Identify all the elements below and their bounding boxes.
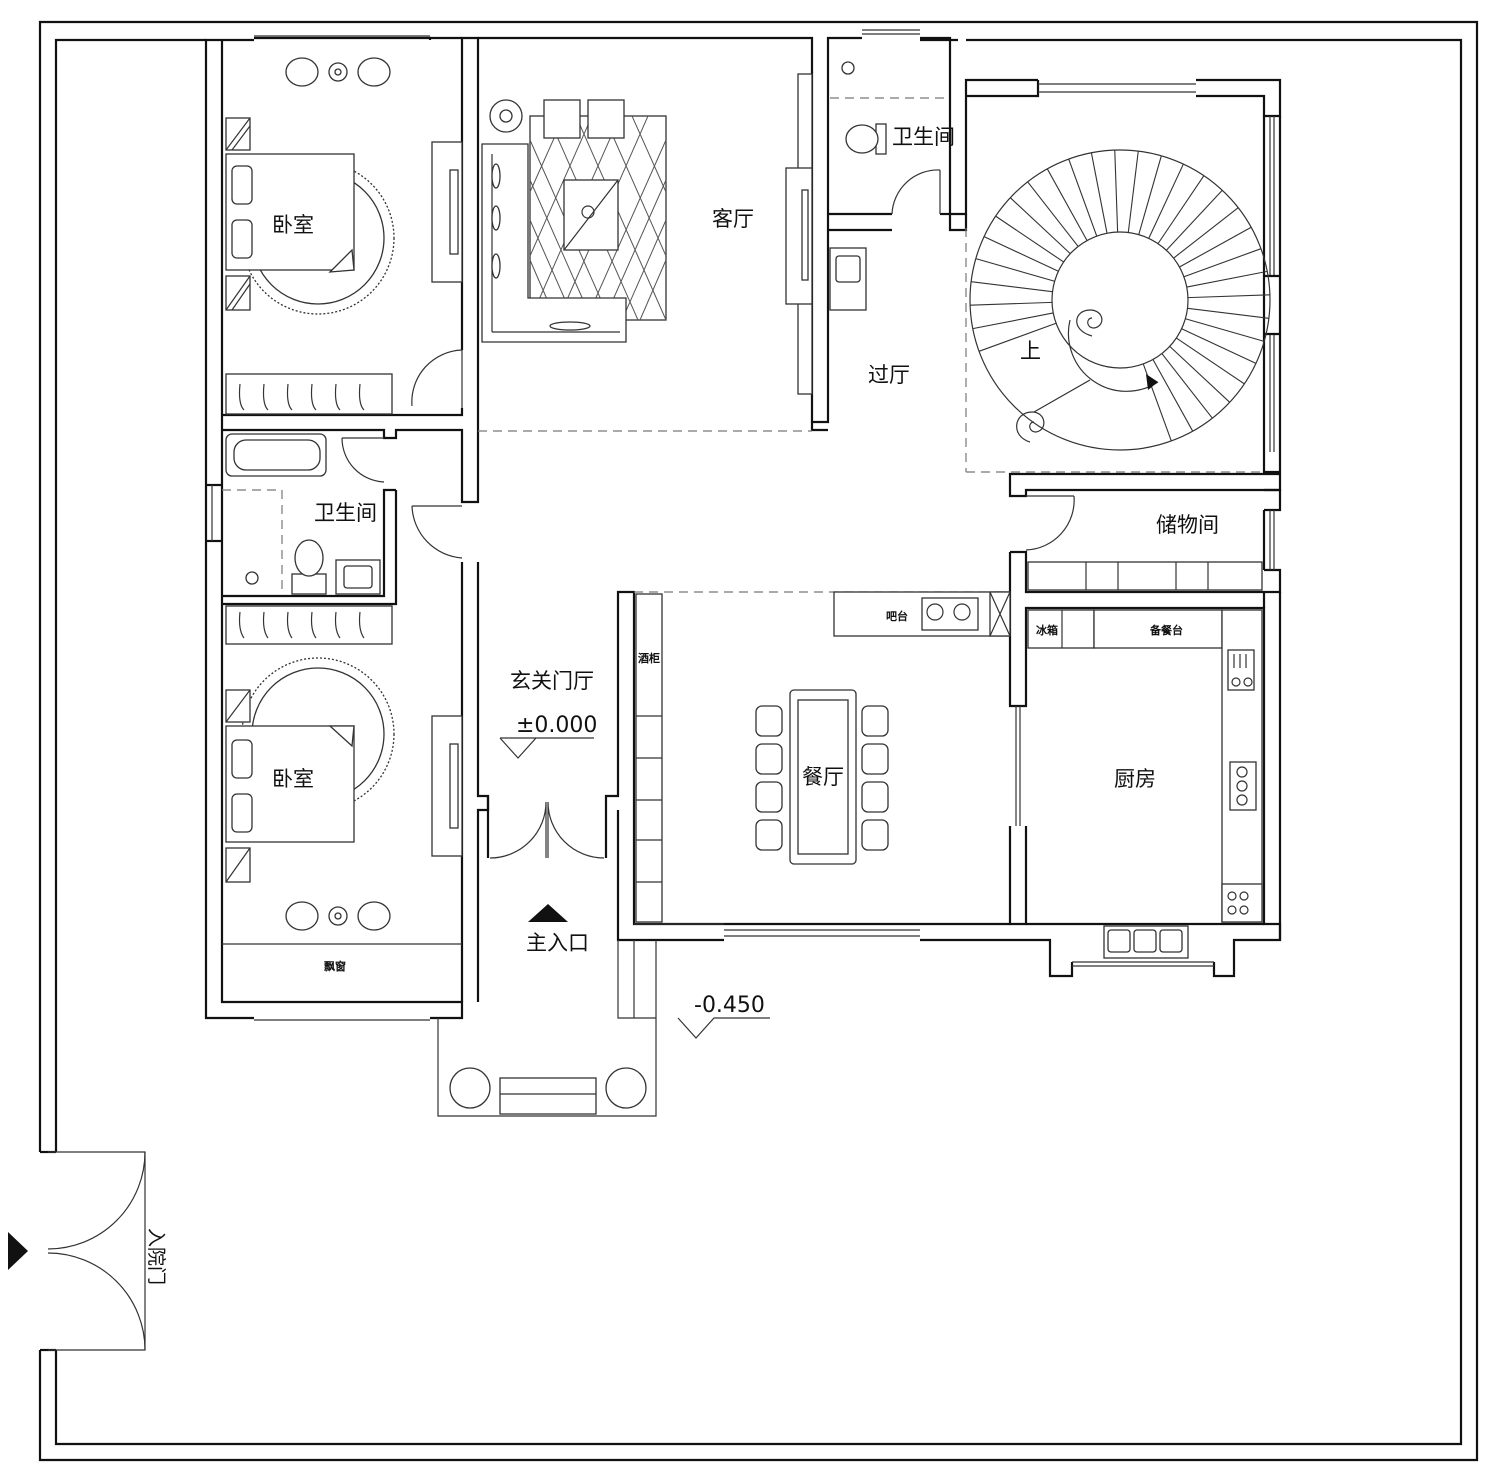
- dining-table: [755, 689, 889, 865]
- main-entrance-arrow-icon: [528, 904, 568, 922]
- stair-tread: [970, 301, 1053, 306]
- stair-tread: [1165, 189, 1223, 251]
- stair-up-label: 上: [1020, 339, 1041, 363]
- dining-chair: [755, 743, 783, 775]
- yard-gate-label: 入院门: [145, 1228, 167, 1285]
- prep-counter-label: 备餐台: [1149, 623, 1183, 637]
- living-room-furniture: [481, 73, 813, 395]
- elevation-marker-floor: ±0.000: [499, 713, 597, 759]
- fridge-label: 冰箱: [1036, 623, 1058, 637]
- elevation-floor-text: ±0.000: [516, 713, 597, 738]
- elevation-marker-exterior: -0.450: [677, 993, 770, 1039]
- stair-tread: [1173, 207, 1239, 259]
- entry-arrow-icon: [8, 1232, 28, 1270]
- main-entrance-label: 主入口: [526, 931, 589, 955]
- bathroom-top-fixtures: [829, 61, 887, 311]
- dining-chair: [861, 705, 889, 737]
- stair-tread: [1009, 197, 1071, 255]
- kitchen-label: 厨房: [1114, 767, 1156, 791]
- stair-tread: [1046, 168, 1088, 241]
- dining-label: 餐厅: [802, 765, 844, 789]
- stair-tread: [971, 281, 1053, 293]
- stair-tread: [972, 312, 1054, 330]
- dining-chair: [861, 743, 889, 775]
- wine-cabinet-label: 酒柜: [638, 651, 660, 665]
- stair-tread: [983, 236, 1059, 272]
- bathroom-top-label: 卫生间: [892, 125, 955, 149]
- bathroom-left-label: 卫生间: [314, 501, 377, 525]
- spiral-staircase: [969, 149, 1271, 451]
- bedroom-bottom-label: 卧室: [272, 767, 314, 791]
- stair-tread: [1187, 294, 1270, 299]
- stair-tread: [1186, 270, 1268, 288]
- stair-tread: [1127, 151, 1139, 233]
- porch-furniture: [449, 1067, 647, 1115]
- foyer-label: 玄关门厅: [510, 669, 594, 693]
- bedroom-bottom-furniture: [222, 605, 463, 945]
- doors: [341, 169, 1075, 859]
- stair-tread: [1027, 181, 1079, 247]
- living-room-label: 客厅: [712, 207, 754, 231]
- building-walls: [204, 29, 1282, 1117]
- stair-tread: [1152, 359, 1194, 432]
- stair-tread: [1176, 337, 1245, 385]
- storage-label: 储物间: [1156, 513, 1219, 537]
- dining-chair: [861, 819, 889, 851]
- bedroom-top-label: 卧室: [272, 213, 314, 237]
- dining-chair: [755, 781, 783, 813]
- stair-tread: [1090, 152, 1108, 234]
- bar-counter: [833, 591, 1011, 637]
- stair-tread: [1068, 158, 1098, 237]
- stair-tread: [1183, 248, 1262, 278]
- dining-chair: [755, 705, 783, 737]
- storage-shelves: [1027, 561, 1263, 591]
- bay-window-label: 飘窗: [324, 959, 346, 973]
- stair-tread: [1157, 175, 1205, 244]
- bar-label: 吧台: [886, 609, 908, 623]
- hallway-label: 过厅: [868, 363, 910, 387]
- bedroom-top-furniture: [225, 57, 463, 415]
- kitchen-fixtures: [1027, 609, 1263, 959]
- wine-cabinet: [635, 593, 663, 923]
- bathroom-left-fixtures: [225, 433, 381, 595]
- stair-tread: [1169, 345, 1231, 403]
- stair-tread: [1185, 318, 1265, 342]
- stair-tread: [1181, 328, 1257, 364]
- stair-tread: [1138, 155, 1162, 235]
- stair-tread: [1187, 307, 1269, 319]
- yard-wall: [38, 20, 1479, 1462]
- stair-tread: [1179, 226, 1252, 268]
- stair-tread: [975, 258, 1055, 282]
- yard-gate: [47, 1151, 146, 1351]
- stair-tread: [1114, 150, 1119, 233]
- dining-chair: [861, 781, 889, 813]
- dashed-lines: [222, 97, 1264, 593]
- dining-chair: [755, 819, 783, 851]
- stair-tread: [1161, 353, 1213, 419]
- elevation-exterior-text: -0.450: [694, 993, 765, 1018]
- stair-tread: [978, 322, 1057, 352]
- stair-tread: [1148, 163, 1184, 239]
- stair-tread: [995, 215, 1064, 263]
